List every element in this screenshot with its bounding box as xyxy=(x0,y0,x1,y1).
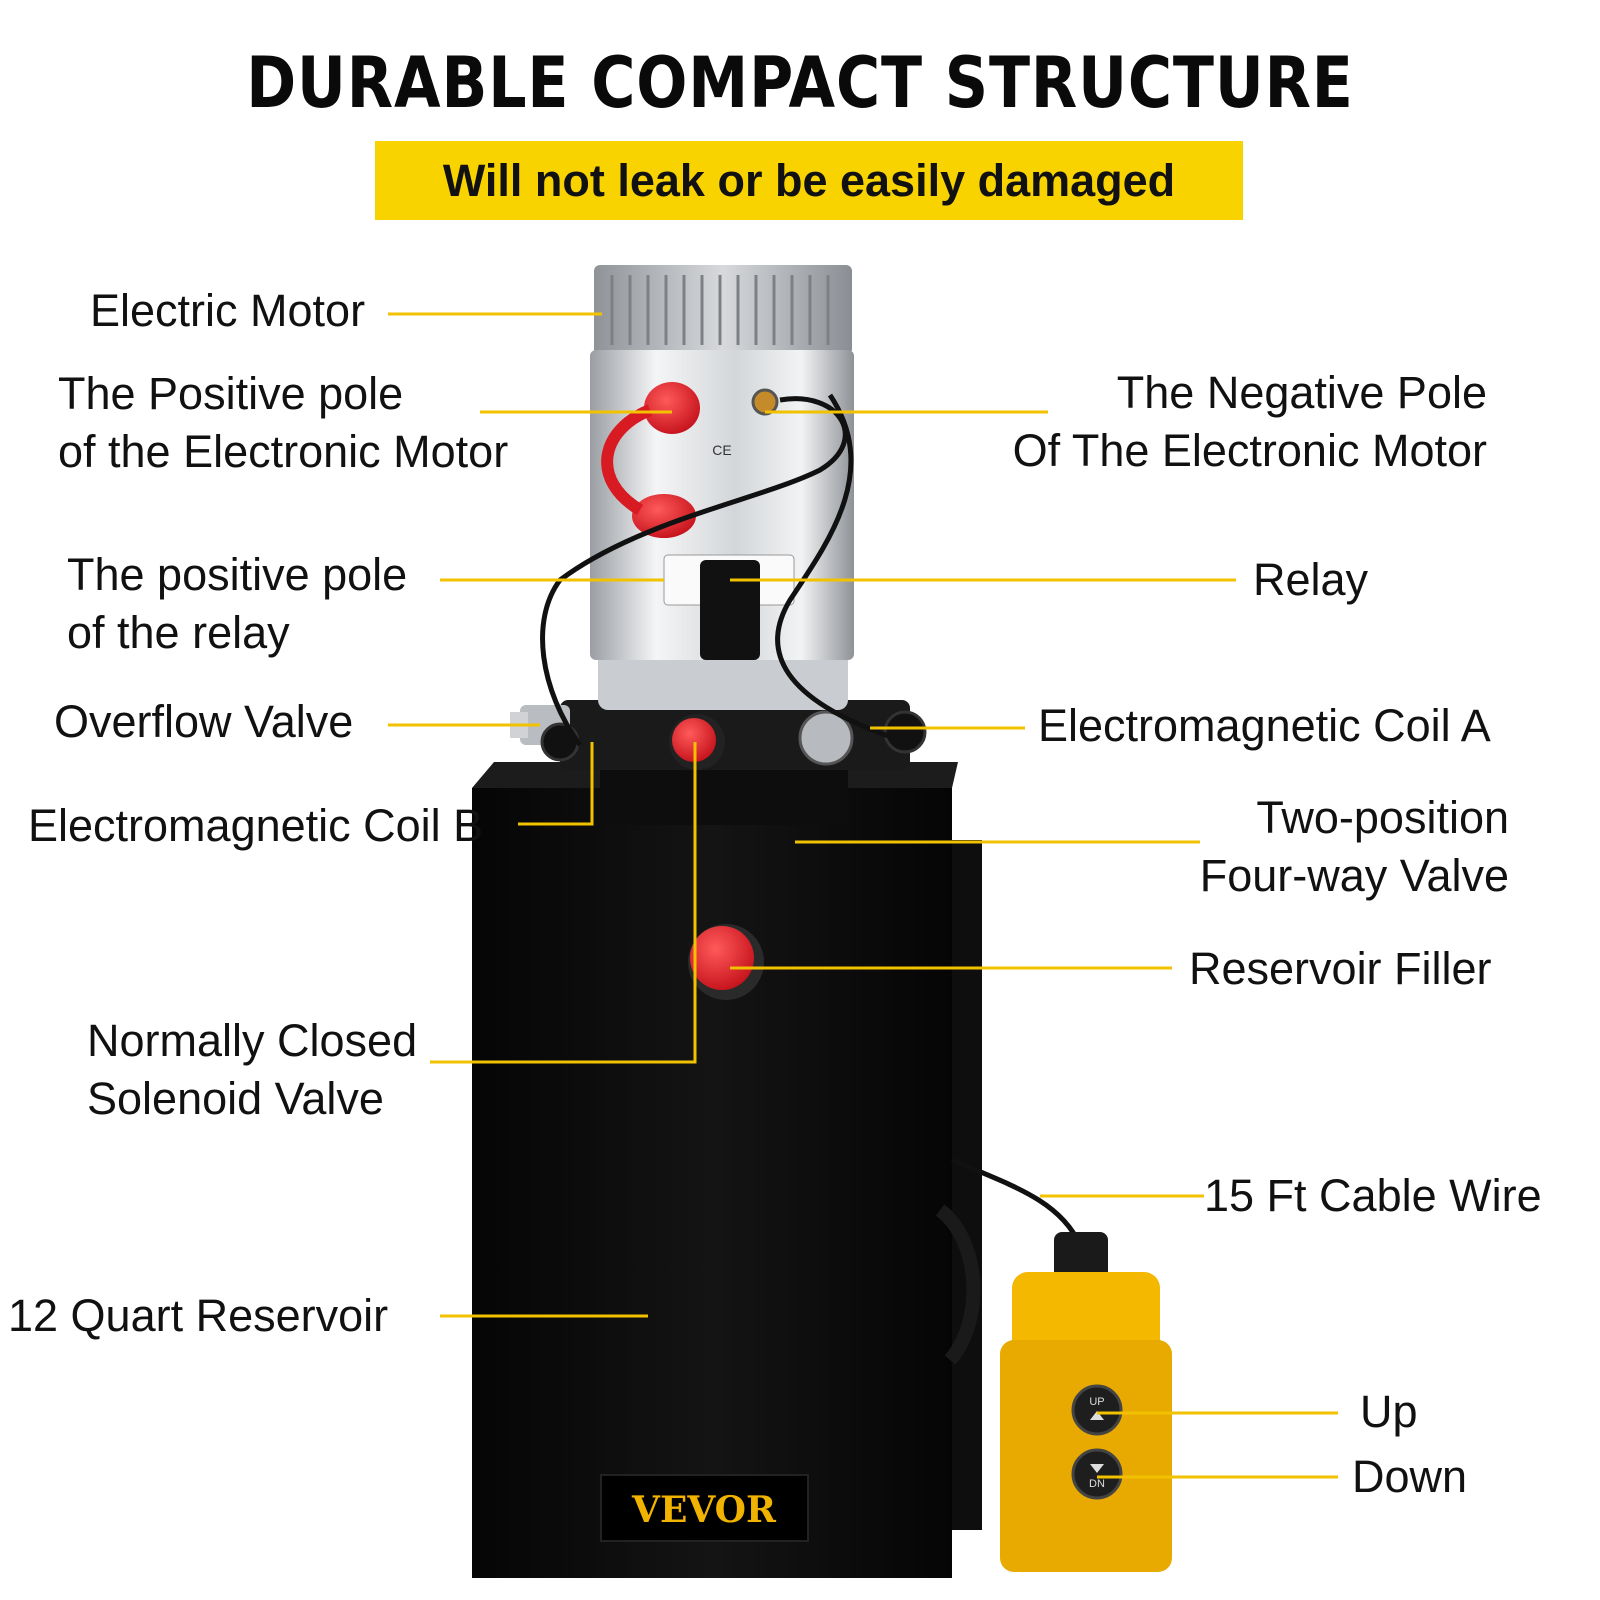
label-four-way-valve-line1: Two-position xyxy=(1256,792,1509,843)
black-wire-2 xyxy=(775,393,901,743)
label-four-way-valve-line2: Four-way Valve xyxy=(1199,850,1509,901)
label-positive-pole-relay: The positive pole of the relay xyxy=(67,546,407,662)
leader-coil-b xyxy=(518,742,594,826)
tank-front xyxy=(472,788,952,1578)
label-negative-pole-motor-line1: The Negative Pole xyxy=(1116,367,1487,418)
label-solenoid-valve: Normally Closed Solenoid Valve xyxy=(87,1012,417,1128)
up-arrow-icon xyxy=(1090,1411,1104,1420)
reservoir-filler-cap xyxy=(688,924,764,1000)
label-positive-pole-motor-line1: The Positive pole xyxy=(58,368,404,419)
red-cable xyxy=(601,404,653,516)
label-electric-motor: Electric Motor xyxy=(90,285,366,336)
label-coil-a: Electromagnetic Coil A xyxy=(1038,700,1491,751)
label-solenoid-valve-line1: Normally Closed xyxy=(87,1015,418,1066)
label-negative-pole-motor: The Negative Pole Of The Electronic Moto… xyxy=(1013,364,1487,480)
label-coil-b: Electromagnetic Coil B xyxy=(28,800,484,851)
valve-port xyxy=(798,710,854,766)
label-positive-pole-relay-line1: The positive pole xyxy=(67,549,408,600)
subtitle-banner: Will not leak or be easily damaged xyxy=(375,141,1243,220)
tank-side xyxy=(952,840,982,1530)
down-arrow-icon xyxy=(1090,1464,1104,1473)
motor-negative-terminal xyxy=(751,388,779,416)
solenoid-valve-knob xyxy=(672,718,716,762)
ce-mark: CE xyxy=(712,442,731,458)
cable-coil xyxy=(935,1204,981,1365)
relay-body xyxy=(700,560,760,660)
coil-b-body xyxy=(540,722,580,762)
coil-a-body xyxy=(883,710,927,754)
label-reservoir-filler: Reservoir Filler xyxy=(1189,943,1492,994)
brand-logo: VEVOR xyxy=(631,1489,777,1531)
page-title: DURABLE COMPACT STRUCTURE xyxy=(246,42,1354,124)
label-reservoir: 12 Quart Reservoir xyxy=(8,1290,389,1341)
electric-motor: CE xyxy=(540,265,901,747)
motor-end-cap xyxy=(594,265,852,355)
down-button[interactable] xyxy=(1071,1448,1123,1500)
remote-cable xyxy=(951,1157,1083,1247)
label-positive-pole-motor-line2: of the Electronic Motor xyxy=(58,426,509,477)
leader-lines xyxy=(388,312,1338,1479)
label-solenoid-valve-line2: Solenoid Valve xyxy=(87,1073,384,1124)
up-button[interactable] xyxy=(1071,1384,1123,1436)
label-negative-pole-motor-line2: Of The Electronic Motor xyxy=(1012,425,1487,476)
up-button-label: UP xyxy=(1089,1396,1104,1408)
label-cable-wire: 15 Ft Cable Wire xyxy=(1204,1170,1542,1221)
remote-control: UP DN xyxy=(1000,1232,1172,1572)
label-overflow-valve: Overflow Valve xyxy=(54,696,354,747)
manifold-block xyxy=(560,700,910,770)
reservoir-tank: VEVOR xyxy=(472,762,982,1578)
leader-solenoid-valve xyxy=(430,742,697,1064)
label-positive-pole-relay-line2: of the relay xyxy=(67,607,290,658)
label-down: Down xyxy=(1352,1451,1468,1502)
subtitle-text: Will not leak or be easily damaged xyxy=(442,154,1176,206)
relay-positive-terminal xyxy=(632,494,696,538)
brand-plate xyxy=(600,1474,809,1542)
remote-cable-gland xyxy=(1054,1232,1108,1282)
label-relay: Relay xyxy=(1253,554,1369,605)
motor-positive-terminal xyxy=(644,382,700,434)
label-positive-pole-motor: The Positive pole of the Electronic Moto… xyxy=(58,365,508,481)
label-up: Up xyxy=(1360,1386,1418,1437)
label-four-way-valve: Two-position Four-way Valve xyxy=(1200,789,1509,905)
down-button-label: DN xyxy=(1089,1478,1105,1490)
